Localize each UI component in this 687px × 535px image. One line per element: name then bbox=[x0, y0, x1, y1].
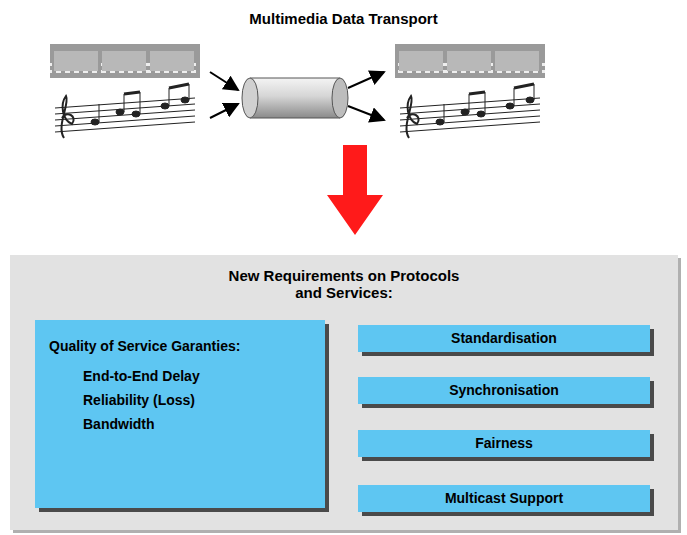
flow-arrows bbox=[210, 72, 384, 120]
requirement-box: Synchronisation bbox=[358, 377, 650, 404]
box-heading: Quality of Service Garanties: bbox=[49, 338, 249, 354]
qos-item: End-to-End Delay bbox=[49, 368, 311, 384]
red-arrow bbox=[327, 145, 383, 235]
qos-item: Reliability (Loss) bbox=[49, 392, 311, 408]
requirement-box: Fairness bbox=[358, 430, 650, 457]
requirement-label: Multicast Support bbox=[366, 490, 642, 507]
requirements-panel: New Requirements on Protocols and Servic… bbox=[10, 255, 678, 530]
panel-heading: New Requirements on Protocols and Servic… bbox=[214, 267, 474, 301]
requirement-label: Standardisation bbox=[366, 330, 642, 347]
requirement-label: Fairness bbox=[366, 435, 642, 452]
music-notes bbox=[400, 84, 540, 138]
film-strip bbox=[395, 44, 545, 78]
requirement-box: Standardisation bbox=[358, 325, 650, 352]
requirement-label: Synchronisation bbox=[366, 382, 642, 399]
qos-box: Quality of Service Garanties: End-to-End … bbox=[35, 320, 325, 508]
transport-pipe bbox=[242, 78, 348, 118]
qos-item: Bandwidth bbox=[49, 416, 311, 432]
requirement-box: Multicast Support bbox=[358, 485, 650, 512]
film-strip bbox=[50, 44, 200, 78]
music-notes bbox=[55, 84, 195, 138]
diagram-title: Multimedia Data Transport bbox=[0, 10, 687, 27]
